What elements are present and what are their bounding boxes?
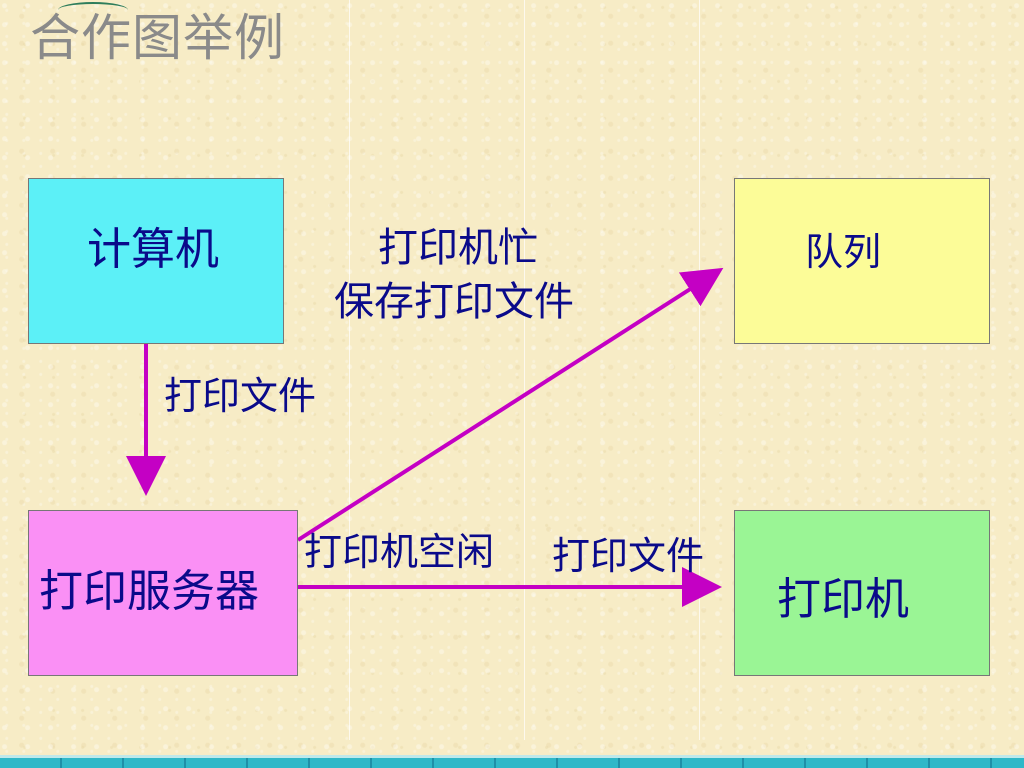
node-printer: 打印机 [734, 510, 990, 676]
node-queue-label: 队列 [805, 230, 882, 274]
edge-label-server-to-printer: 打印文件 [552, 534, 705, 578]
node-printer-label: 打印机 [777, 574, 909, 625]
node-queue: 队列 [734, 178, 990, 344]
bottom-decorative-bar [0, 755, 1024, 768]
edge-label-computer-to-server: 打印文件 [164, 374, 317, 418]
page-title: 合作图举例 [30, 9, 285, 67]
arrow-server-to-queue [296, 267, 724, 542]
logo-arc-icon [58, 2, 128, 18]
node-print-server: 打印服务器 [28, 510, 298, 676]
background-guide-line [699, 0, 700, 740]
background-guide-line [349, 0, 350, 740]
background-guide-line [524, 0, 525, 740]
edge-label-printer-idle: 打印机空闲 [304, 530, 495, 574]
node-computer-label: 计算机 [87, 224, 219, 275]
node-print-server-label: 打印服务器 [39, 566, 259, 617]
node-computer: 计算机 [28, 178, 284, 344]
edge-label-printer-busy: 打印机忙 [378, 225, 538, 271]
edge-label-save-print-file: 保存打印文件 [334, 279, 574, 325]
